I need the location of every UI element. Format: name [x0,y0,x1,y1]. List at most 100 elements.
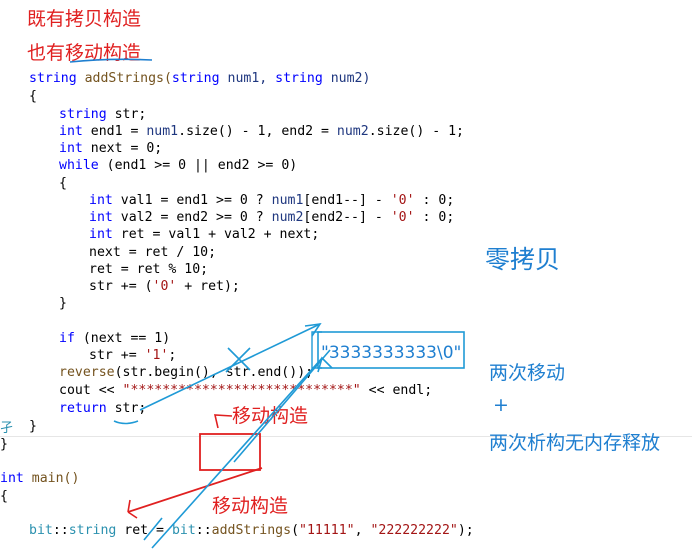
code-token: num1 [146,124,179,139]
code-token: [end1--] - [303,193,391,208]
zero-copy-annotation: 零拷贝 [485,245,561,274]
code-token: .size() - 1; [368,124,464,139]
red-box [199,433,261,471]
code-token: :: [52,523,69,538]
code-line-brace: } [29,419,37,434]
code-token: while [59,158,99,173]
code-line-main-call: bit::string ret = bit::addStrings("11111… [29,522,474,540]
code-token: '0' [152,279,177,294]
code-token: reverse [59,365,115,380]
boxed-string-value: "3333333333\0" [321,343,462,363]
code-token: str; [106,107,147,122]
code-token: string [29,71,77,86]
code-token: (str.begin(), str.end()); [114,365,314,380]
code-token: return [59,401,107,416]
code-token: next = 0; [82,141,163,156]
code-line-decl-str: string str; [59,106,146,124]
code-token: end1 = [82,124,147,139]
code-token: string [59,107,107,122]
code-line-reverse: reverse(str.begin(), str.end()); [59,364,313,382]
code-token: str += ( [89,279,153,294]
code-token: str; [106,401,147,416]
code-token: int [89,193,113,208]
move-construct-annotation-1: 移动构造 [232,405,309,427]
code-line-while: while (end1 >= 0 || end2 >= 0) [59,157,297,175]
code-token: , [354,523,371,538]
code-token: num2 [271,210,304,225]
code-token: ); [457,523,474,538]
code-token: + ret); [176,279,240,294]
code-token: "222222222" [370,523,458,538]
code-token: num2 [336,124,369,139]
code-line-next-div: next = ret / 10; [89,245,217,260]
function-separator [0,436,692,437]
code-token: ret = val1 + val2 + next; [112,227,320,242]
code-line-main: int main() [0,470,79,488]
code-token: string [171,71,220,86]
code-line-decl-next: int next = 0; [59,140,162,158]
code-token: int [89,210,113,225]
code-token: int [59,124,83,139]
code-token: (next == 1) [74,331,171,346]
code-token: int [89,227,113,242]
copy-ctor-annotation: 既有拷贝构造 [27,8,142,30]
str-underline [113,420,139,425]
move-ctor-annotation: 也有移动构造 [27,38,141,65]
code-token: : 0; [414,210,455,225]
code-token: bit [171,523,196,538]
code-token: if [59,331,75,346]
code-line-append-one: str += '1'; [89,347,176,365]
code-line-ret: int ret = val1 + val2 + next; [89,226,319,244]
code-token: ret = [116,523,172,538]
code-token: str += [89,348,145,363]
code-token: addStrings( [76,71,172,86]
code-token: num1, [219,71,276,86]
move-ctor-prefix: 也有 [27,42,66,64]
code-token: ; [168,348,177,363]
two-destructs-annotation: 两次析构无内存释放 [489,432,661,454]
code-token: string [68,523,117,538]
code-line-str-append: str += ('0' + ret); [89,278,240,296]
code-line-brace: { [29,89,37,104]
red-arrow-1 [213,414,233,429]
code-token: '1' [144,348,169,363]
code-line-val2: int val2 = end2 >= 0 ? num2[end2--] - '0… [89,209,454,227]
code-token: .size() - 1, end2 = [178,124,337,139]
two-moves-annotation: 两次移动 [489,362,566,384]
red-arrowhead-2 [127,499,138,519]
code-token: [end2--] - [303,210,391,225]
code-token: main() [23,471,80,486]
code-line-if: if (next == 1) [59,330,170,348]
code-line-cout: cout << "****************************" <… [59,382,432,400]
code-token: ( [291,523,300,538]
code-token: num1 [271,193,304,208]
code-token: << endl; [360,383,433,398]
code-token: '0' [390,210,415,225]
code-line-return: return str; [59,400,146,418]
code-line-brace: } [0,437,8,452]
code-token: addStrings [211,523,292,538]
move-construct-annotation-2: 移动构造 [212,495,289,517]
code-line-decl-end: int end1 = num1.size() - 1, end2 = num2.… [59,123,464,141]
code-line-func-signature: string addStrings(string num1, string nu… [29,70,370,88]
blue-arrowhead-1 [304,322,322,337]
code-line-brace: { [59,176,67,191]
code-line-val1: int val1 = end1 >= 0 ? num1[end1--] - '0… [89,192,454,210]
code-token: cout << [59,383,123,398]
code-token: bit [29,523,53,538]
code-token: val1 = end1 >= 0 ? [112,193,272,208]
gutter-mark: 孑 [0,421,14,436]
code-token: :: [195,523,212,538]
code-token: : 0; [414,193,455,208]
code-token: string [275,71,323,86]
code-token: int [0,471,24,486]
move-ctor-underlined: 移动构造 [65,42,142,64]
code-token: num2) [322,71,371,86]
code-line-brace: { [0,489,8,504]
code-token: int [59,141,83,156]
code-token: (end1 >= 0 || end2 >= 0) [98,158,298,173]
code-line-brace: } [59,296,67,311]
plus-annotation: + [493,394,509,416]
code-line-ret-mod: ret = ret % 10; [89,262,209,277]
code-token: '0' [390,193,415,208]
